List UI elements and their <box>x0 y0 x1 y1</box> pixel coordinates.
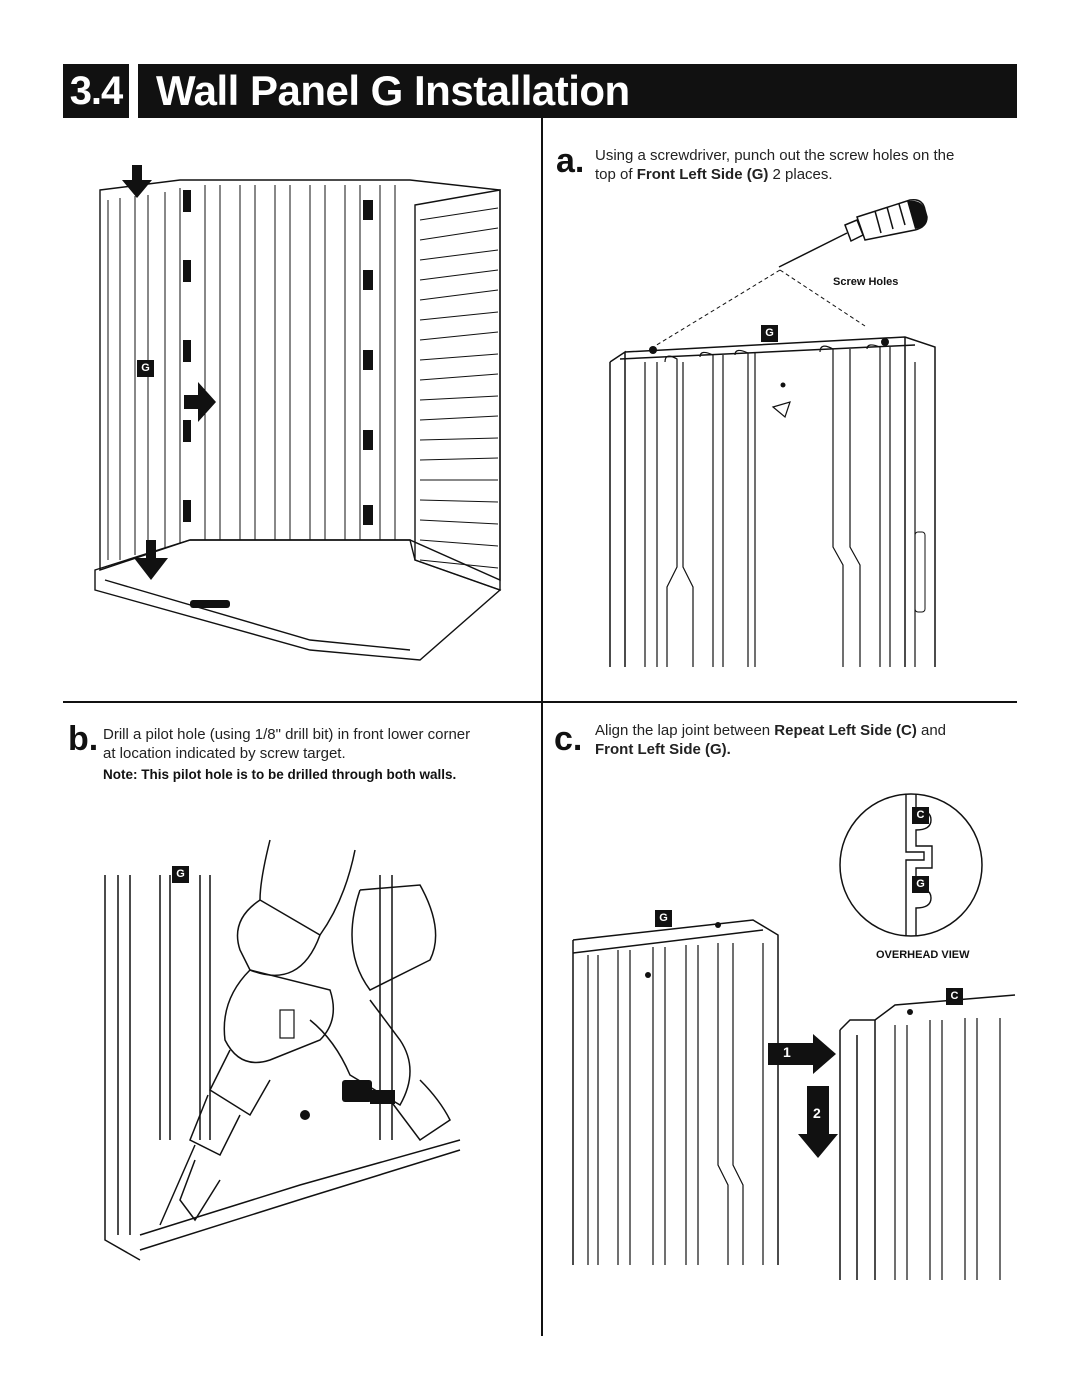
panel-g-tag-overhead: G <box>912 876 929 893</box>
section-number: 3.4 <box>63 64 129 118</box>
panel-g-tag-c: G <box>655 910 672 927</box>
step-b-note: Note: This pilot hole is to be drilled t… <box>103 767 457 782</box>
step-a-line2: top of Front Left Side (G) 2 places. <box>595 165 995 184</box>
step-c-letter: c. <box>554 720 583 758</box>
step-c-line2: Front Left Side (G). <box>595 740 1015 759</box>
overhead-view-circle <box>839 793 983 937</box>
step-b-letter: b. <box>68 720 99 758</box>
overhead-view-label: OVERHEAD VIEW <box>876 949 970 961</box>
page-title: Wall Panel G Installation <box>138 64 1017 118</box>
screwdriver-icon <box>778 198 928 268</box>
arrow-1-label: 1 <box>783 1044 791 1060</box>
panel-g-tag-a: G <box>761 325 778 342</box>
panel-g-tag-b: G <box>172 866 189 883</box>
step-c-line2-bold: Front Left Side (G). <box>595 741 731 758</box>
step-a-line1: Using a screwdriver, punch out the screw… <box>595 147 955 164</box>
panel-c-tag-overhead: C <box>912 807 929 824</box>
step-b-text: Drill a pilot hole (using 1/8" drill bit… <box>103 725 533 763</box>
panel-g-illustration <box>572 919 779 1265</box>
step-c-line1-prefix: Align the lap joint between <box>595 722 775 739</box>
vertical-divider <box>541 118 543 1336</box>
step-b-line2: at location indicated by screw target. <box>103 745 346 762</box>
arrow-1-icon <box>768 1034 836 1074</box>
step-a-line2-prefix: top of <box>595 166 637 183</box>
panel-c-illustration <box>839 994 1016 1280</box>
horizontal-divider <box>63 701 1017 703</box>
panel-g-tag-main: G <box>137 360 154 377</box>
step-a-letter: a. <box>556 142 585 180</box>
panel-g-top-illustration <box>609 336 936 667</box>
arrow-2-label: 2 <box>813 1105 821 1121</box>
shed-assembly-illustration <box>94 165 502 661</box>
step-a-line2-suffix: 2 places. <box>768 166 833 183</box>
step-b-line1: Drill a pilot hole (using 1/8" drill bit… <box>103 726 471 743</box>
screw-holes-callout: Screw Holes <box>833 276 899 288</box>
step-c-text: Align the lap joint between Repeat Left … <box>595 721 1015 759</box>
step-a-text: Using a screwdriver, punch out the screw… <box>595 146 995 184</box>
arrow-2-icon <box>798 1086 838 1158</box>
step-c-line1-suffix: and <box>916 722 947 739</box>
screw-holes-leader-lines <box>654 269 866 347</box>
step-a-line2-bold: Front Left Side (G) <box>636 166 769 183</box>
step-c-line1-bold: Repeat Left Side (C) <box>774 722 917 739</box>
step-c-line1: Align the lap joint between Repeat Left … <box>595 721 1015 740</box>
drilling-illustration <box>104 839 461 1261</box>
